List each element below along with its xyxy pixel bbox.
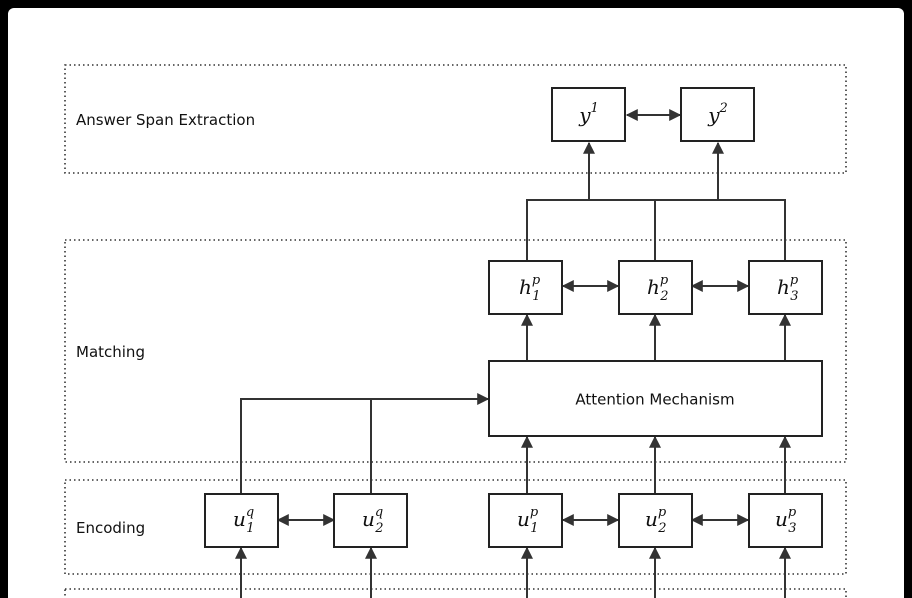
node-y2: y2 (680, 87, 755, 142)
question-to-attention-arrow (240, 393, 490, 493)
node-up3-sub: 3 (788, 521, 796, 536)
node-up1-sub: 1 (530, 521, 538, 536)
node-up2-base: u (645, 507, 658, 531)
attention-mechanism-label: Attention Mechanism (575, 391, 734, 409)
node-y1: y1 (551, 87, 626, 142)
node-uq1-sub: 1 (246, 521, 254, 536)
diagram-canvas: Answer Span Extraction Matching Encoding… (8, 8, 904, 598)
node-h1-sub: 1 (532, 289, 540, 304)
node-h3-base: h (777, 275, 790, 299)
node-uq1-base: u (233, 507, 246, 531)
svg-text:up3: up3 (775, 505, 797, 536)
node-up3-sup: p (788, 505, 797, 520)
node-h2-base: h (647, 275, 660, 299)
svg-text:uq1: uq1 (233, 505, 255, 536)
node-y1-sup: 1 (591, 101, 599, 116)
node-uq2-sub: 2 (374, 521, 383, 536)
layer-label-encoding: Encoding (76, 519, 145, 537)
node-up1-sup: p (530, 505, 539, 520)
matching-region (64, 239, 847, 463)
svg-text:up2: up2 (645, 505, 667, 536)
node-uq2-base: u (362, 507, 375, 531)
layer-label-matching: Matching (76, 343, 145, 361)
node-up3-base: u (775, 507, 788, 531)
node-h2-sub: 2 (659, 289, 668, 304)
svg-text:up1: up1 (517, 505, 539, 536)
node-y2-base: y (707, 103, 720, 127)
node-up2-sub: 2 (657, 521, 666, 536)
node-up2-sup: p (658, 505, 667, 520)
node-h1-sup: p (532, 273, 541, 288)
answer-span-region (64, 64, 847, 174)
layer-label-answer-span: Answer Span Extraction (76, 111, 255, 129)
node-uq1-sup: q (246, 505, 254, 520)
attention-mechanism-box (488, 360, 823, 437)
node-h2-sup: p (660, 273, 669, 288)
svg-text:uq2: uq2 (362, 505, 384, 536)
node-h1-base: h (519, 275, 532, 299)
encoding-region (64, 479, 847, 575)
node-uq2-sup: q (375, 505, 383, 520)
node-h3-sup: p (790, 273, 799, 288)
svg-text:hp2: hp2 (647, 273, 669, 304)
node-up1-base: u (517, 507, 530, 531)
svg-text:hp1: hp1 (519, 273, 541, 304)
svg-text:hp3: hp3 (777, 273, 799, 304)
architecture-diagram: Answer Span Extraction Matching Encoding… (64, 64, 847, 598)
node-y2-sup: 2 (719, 101, 728, 116)
svg-text:y1: y1 (578, 101, 599, 127)
input-region (64, 588, 847, 598)
node-y1-base: y (578, 103, 591, 127)
node-h3-sub: 3 (790, 289, 798, 304)
svg-text:y2: y2 (707, 101, 728, 127)
